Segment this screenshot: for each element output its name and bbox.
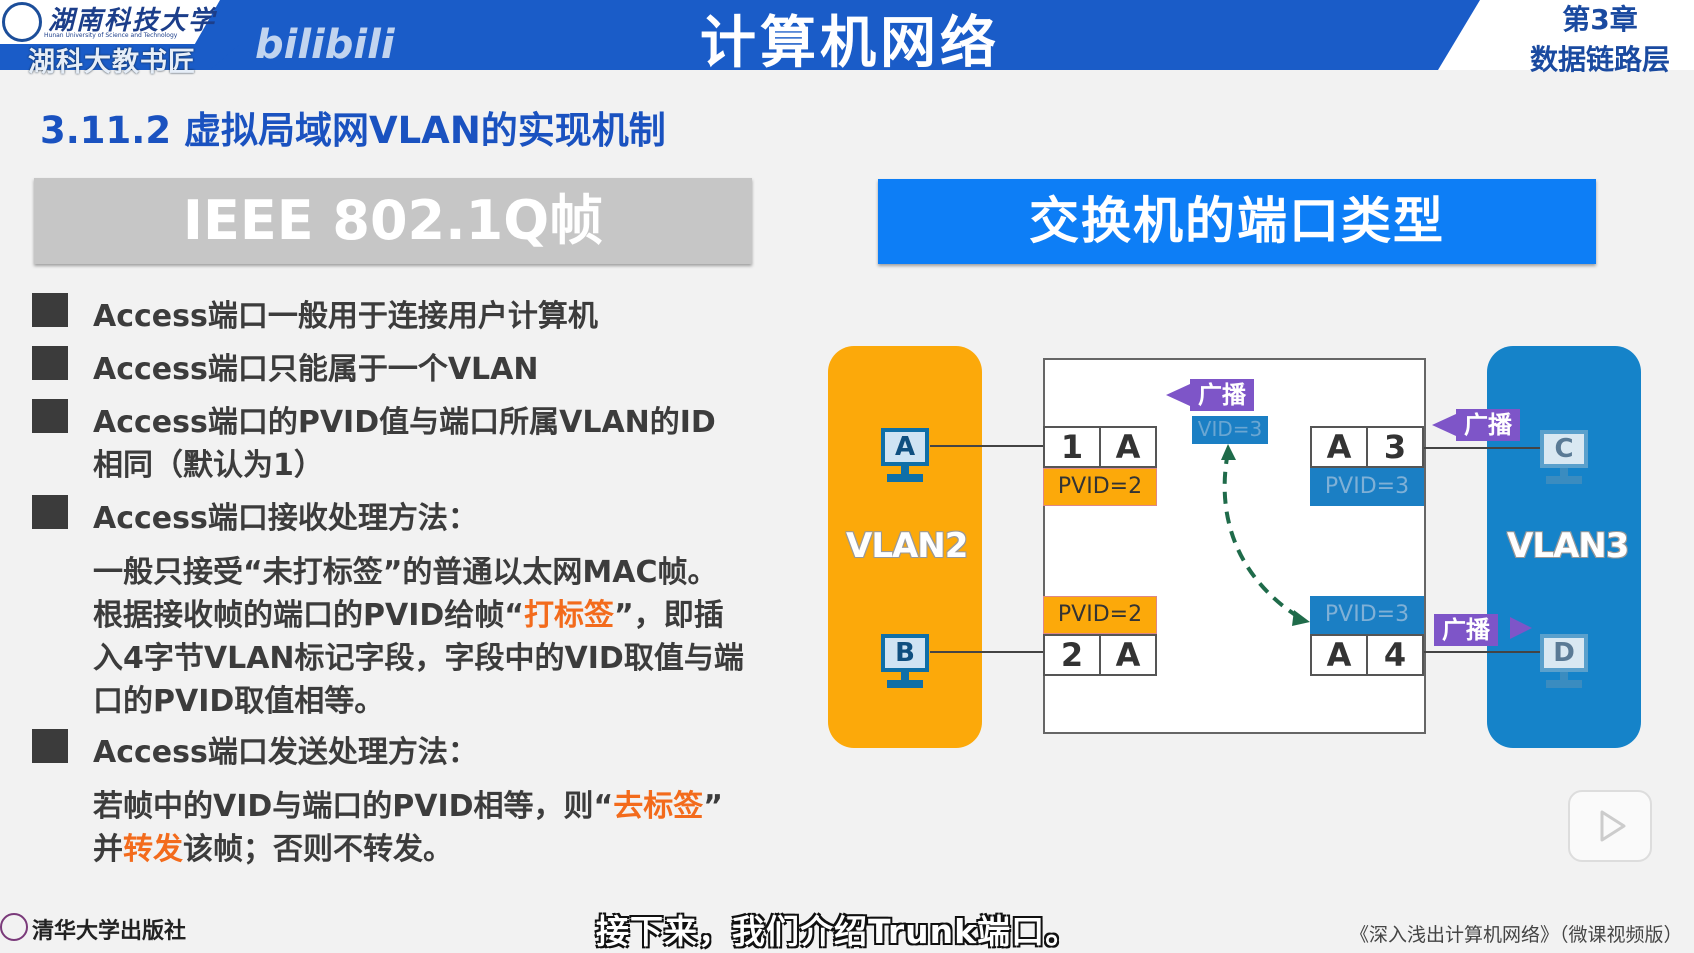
text-line-2: Access端口只能属于一个VLAN bbox=[93, 352, 539, 387]
host-stand bbox=[901, 672, 909, 680]
text-segment: 并 bbox=[93, 832, 123, 867]
section-title: 3.11.2 虚拟局域网VLAN的实现机制 bbox=[40, 109, 666, 152]
broadcast-tag-1: 广播 bbox=[1190, 379, 1254, 411]
text-line-4: 相同（默认为1） bbox=[93, 448, 324, 483]
host-base bbox=[887, 474, 923, 482]
text-line-9: 口的PVID取值相等。 bbox=[93, 684, 385, 719]
host-a-label: A bbox=[881, 428, 929, 466]
university-name: 湖南科技大学 bbox=[48, 6, 217, 36]
text-line-5: Access端口接收处理方法： bbox=[93, 501, 478, 536]
text-segment: ”，即插 bbox=[614, 598, 724, 633]
text-segment: 该帧；否则不转发。 bbox=[183, 832, 453, 867]
bullet-4 bbox=[32, 495, 68, 529]
text-line-7: 根据接收帧的端口的PVID给帧“打标签”，即插 bbox=[93, 590, 724, 634]
video-subtitle: 接下来，我们介绍Trunk端口。 bbox=[596, 912, 1080, 951]
host-base bbox=[887, 680, 923, 688]
port3-number: 3 bbox=[1366, 426, 1424, 468]
port4-type: A bbox=[1310, 634, 1368, 676]
text-line-3: Access端口的PVID值与端口所属VLAN的ID bbox=[93, 405, 716, 440]
broadcast-arrow-2 bbox=[1432, 414, 1456, 436]
host-c-icon: C bbox=[1540, 430, 1588, 486]
text-segment: ” bbox=[703, 789, 723, 824]
host-stand bbox=[901, 466, 909, 474]
vlan2-label: VLAN2 bbox=[846, 526, 968, 566]
text-line-10: Access端口发送处理方法： bbox=[93, 735, 478, 770]
vlan3-label: VLAN3 bbox=[1507, 526, 1629, 566]
host-b-label: B bbox=[881, 634, 929, 672]
frame-type-header-label: IEEE 802.1Q帧 bbox=[182, 189, 604, 252]
channel-name: 湖科大教书匠 bbox=[28, 47, 196, 78]
host-a-icon: A bbox=[881, 428, 929, 484]
chapter-name: 数据链路层 bbox=[1529, 43, 1670, 76]
port4-pvid: PVID=3 bbox=[1310, 596, 1424, 634]
university-logo-icon bbox=[2, 2, 42, 42]
bullet-3 bbox=[32, 399, 68, 433]
bilibili-watermark: bilibili bbox=[255, 22, 395, 68]
play-button[interactable] bbox=[1568, 790, 1652, 862]
host-stand bbox=[1560, 672, 1568, 680]
broadcast-tag-3: 广播 bbox=[1434, 614, 1498, 646]
arrow-head-up bbox=[1221, 444, 1236, 460]
arrow-head-down bbox=[1292, 610, 1310, 626]
highlight-tag: 打标签 bbox=[524, 598, 614, 633]
book-title: 《深入浅出计算机网络》（微课视频版） bbox=[1350, 924, 1683, 946]
forward-arrow-path bbox=[1222, 451, 1302, 620]
text-segment: 根据接收帧的端口的PVID给帧“ bbox=[93, 598, 524, 633]
port-types-header-label: 交换机的端口类型 bbox=[1029, 192, 1445, 250]
text-segment: 若帧中的VID与端口的PVID相等，则“ bbox=[93, 789, 614, 824]
bullet-5 bbox=[32, 729, 68, 763]
bullet-1 bbox=[32, 293, 68, 327]
port4-number: 4 bbox=[1366, 634, 1424, 676]
frame-type-header: IEEE 802.1Q帧 bbox=[34, 178, 752, 264]
publisher-name: 清华大学出版社 bbox=[32, 918, 187, 944]
course-title: 计算机网络 bbox=[700, 11, 1000, 76]
port2-number: 2 bbox=[1043, 634, 1101, 676]
host-c-label: C bbox=[1540, 430, 1588, 468]
chapter-number: 第3章 bbox=[1562, 3, 1638, 36]
chapter-info: 第3章 数据链路层 bbox=[1510, 0, 1690, 80]
top-banner bbox=[0, 0, 1694, 70]
port1-type: A bbox=[1099, 426, 1157, 468]
port2-pvid: PVID=2 bbox=[1043, 596, 1157, 634]
text-line-12: 并转发该帧；否则不转发。 bbox=[93, 824, 453, 868]
university-english-name: Hunan University of Science and Technolo… bbox=[44, 32, 178, 39]
host-d-label: D bbox=[1540, 634, 1588, 672]
text-line-11: 若帧中的VID与端口的PVID相等，则“去标签” bbox=[93, 781, 723, 825]
banner-shape bbox=[0, 0, 1694, 70]
highlight-untag: 去标签 bbox=[613, 789, 704, 824]
port1-number: 1 bbox=[1043, 426, 1101, 468]
host-base bbox=[1546, 476, 1582, 484]
port3-type: A bbox=[1310, 426, 1368, 468]
broadcast-arrow-3 bbox=[1510, 617, 1532, 639]
port-types-header: 交换机的端口类型 bbox=[878, 179, 1596, 264]
port2-type: A bbox=[1099, 634, 1157, 676]
broadcast-tag-2: 广播 bbox=[1456, 409, 1520, 441]
port3-pvid: PVID=3 bbox=[1310, 468, 1424, 506]
bullet-2 bbox=[32, 346, 68, 380]
vid-tag: VID=3 bbox=[1192, 416, 1268, 444]
text-line-1: Access端口一般用于连接用户计算机 bbox=[93, 299, 598, 334]
host-d-icon: D bbox=[1540, 634, 1588, 690]
host-stand bbox=[1560, 468, 1568, 476]
text-line-8: 入4字节VLAN标记字段，字段中的VID取值与端 bbox=[93, 641, 744, 676]
text-line-6: 一般只接受“未打标签”的普通以太网MAC帧。 bbox=[93, 555, 718, 590]
host-b-icon: B bbox=[881, 634, 929, 690]
broadcast-arrow-1 bbox=[1166, 384, 1190, 406]
highlight-forward: 转发 bbox=[123, 832, 183, 867]
port1-pvid: PVID=2 bbox=[1043, 468, 1157, 506]
host-base bbox=[1546, 680, 1582, 688]
publisher-logo-icon bbox=[0, 913, 28, 941]
play-icon bbox=[1600, 810, 1626, 842]
